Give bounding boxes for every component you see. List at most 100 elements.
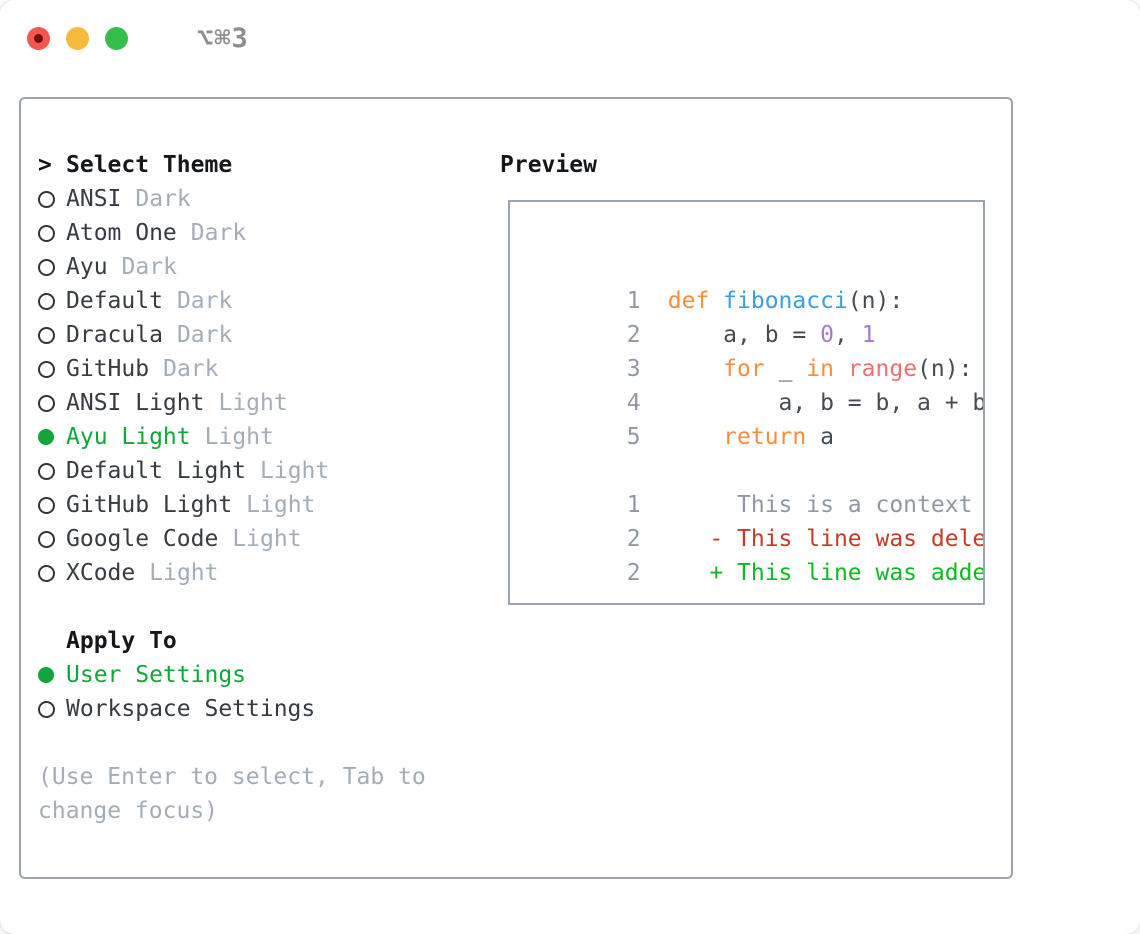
line-number: 1 (626, 492, 641, 518)
radio-icon (38, 496, 55, 514)
apply-option-label: User Settings (66, 662, 247, 688)
radio-icon (38, 190, 55, 208)
theme-name: Google Code (66, 526, 219, 552)
theme-option-xcode-light[interactable]: XCode Light (38, 556, 478, 590)
radio-icon (38, 564, 55, 582)
token: 0 (820, 322, 834, 348)
token: _ (764, 356, 807, 382)
theme-option-google-code-light[interactable]: Google Code Light (38, 522, 478, 556)
token: a, b = b, a + b (667, 390, 985, 416)
radio-icon (38, 258, 55, 276)
line-number: 5 (626, 424, 641, 450)
theme-variant: Dark (176, 322, 233, 348)
theme-variant: Dark (163, 356, 219, 382)
theme-name: Ayu (66, 254, 108, 280)
theme-name: Atom One (66, 220, 177, 246)
theme-name: Dracula (66, 322, 163, 348)
spacer (38, 726, 478, 760)
theme-name: XCode (66, 560, 136, 586)
theme-option-atom-one-dark[interactable]: Atom One Dark (38, 216, 478, 250)
token: def (667, 288, 724, 314)
token: , (833, 322, 862, 348)
theme-variant: Light (204, 424, 274, 450)
radio-icon (38, 462, 55, 480)
theme-option-github-dark[interactable]: GitHub Dark (38, 352, 478, 386)
select-theme-header: > Select Theme (38, 148, 478, 182)
apply-option-label: Workspace Settings (66, 696, 316, 722)
theme-variant: Dark (121, 254, 177, 280)
preview-title: Preview (500, 152, 597, 178)
token: return (723, 424, 807, 450)
token: - This line was deleted. (709, 526, 985, 552)
radio-icon (38, 700, 55, 718)
diff-context-line: 1 This is a context line. (516, 454, 983, 518)
theme-option-ayu-light[interactable]: Ayu Light Light (38, 420, 478, 454)
token (668, 356, 723, 382)
code-line: 4 a, b = b, a + b (516, 352, 983, 416)
close-dot-icon (34, 34, 43, 43)
theme-option-default-dark[interactable]: Default Dark (38, 284, 478, 318)
theme-name: GitHub (66, 356, 150, 382)
theme-variant: Dark (135, 186, 191, 212)
theme-variant: Light (218, 390, 288, 416)
apply-to-title: Apply To (66, 628, 177, 654)
line-number: 2 (626, 526, 641, 552)
keyboard-hint-line-1: (Use Enter to select, Tab to (38, 764, 426, 790)
line-number: 2 (626, 560, 641, 586)
spacer (38, 590, 478, 624)
apply-option-workspace-settings[interactable]: Workspace Settings (38, 692, 478, 726)
code-line: 2 a, b = 0, 1 (516, 284, 983, 348)
radio-icon (38, 429, 54, 445)
token (834, 356, 848, 382)
line-number: 2 (626, 322, 641, 348)
theme-variant: Light (232, 526, 302, 552)
token: This is a context line. (737, 492, 973, 518)
theme-name: GitHub Light (66, 492, 233, 518)
token: a (806, 424, 834, 450)
diff-added-line: 2 + This line was added. (516, 522, 983, 586)
token (668, 424, 723, 450)
token: range (847, 356, 918, 382)
theme-name: Default Light (66, 458, 247, 484)
token: (n): (917, 356, 973, 382)
radio-icon (38, 224, 55, 242)
apply-option-user-settings[interactable]: User Settings (38, 658, 478, 692)
radio-icon (38, 667, 54, 683)
theme-name: ANSI (66, 186, 122, 212)
theme-option-dracula-dark[interactable]: Dracula Dark (38, 318, 478, 352)
token: + This line was added. (667, 560, 985, 586)
traffic-light-close-button[interactable] (27, 27, 50, 50)
theme-variant: Dark (176, 288, 233, 314)
theme-option-github-light[interactable]: GitHub Light Light (38, 488, 478, 522)
diff-deleted-line: 2 - This line was deleted. (516, 488, 983, 552)
code-line: 5 return a (516, 386, 983, 450)
radio-icon (38, 360, 55, 378)
theme-option-ansi-dark[interactable]: ANSI Dark (38, 182, 478, 216)
token: in (806, 356, 834, 382)
radio-icon (38, 292, 55, 310)
theme-variant: Light (260, 458, 330, 484)
theme-option-ayu-dark[interactable]: Ayu Dark (38, 250, 478, 284)
code-line: 3 for _ in range(n): (516, 318, 983, 382)
line-number: 4 (626, 390, 641, 416)
cursor-icon: > (38, 152, 52, 178)
theme-picker-panel: > Select Theme ANSI Dark Atom One Dark A… (19, 97, 1013, 879)
token: a, b = (667, 322, 821, 348)
title-bar: ⌥⌘3 (0, 0, 1140, 97)
line-number: 3 (626, 356, 641, 382)
token: for (723, 356, 765, 382)
radio-icon (38, 326, 55, 344)
keyboard-hint-line-2: change focus) (38, 798, 219, 824)
theme-option-default-light[interactable]: Default Light Light (38, 454, 478, 488)
traffic-light-zoom-button[interactable] (105, 27, 128, 50)
theme-variant: Dark (190, 220, 247, 246)
line-number: 1 (626, 288, 641, 314)
theme-option-ansi-light[interactable]: ANSI Light Light (38, 386, 478, 420)
token: 1 (861, 322, 876, 348)
apply-to-header: Apply To (38, 624, 478, 658)
window-title: ⌥⌘3 (197, 23, 249, 54)
traffic-light-minimize-button[interactable] (66, 27, 89, 50)
theme-list: > Select Theme ANSI Dark Atom One Dark A… (38, 148, 478, 828)
